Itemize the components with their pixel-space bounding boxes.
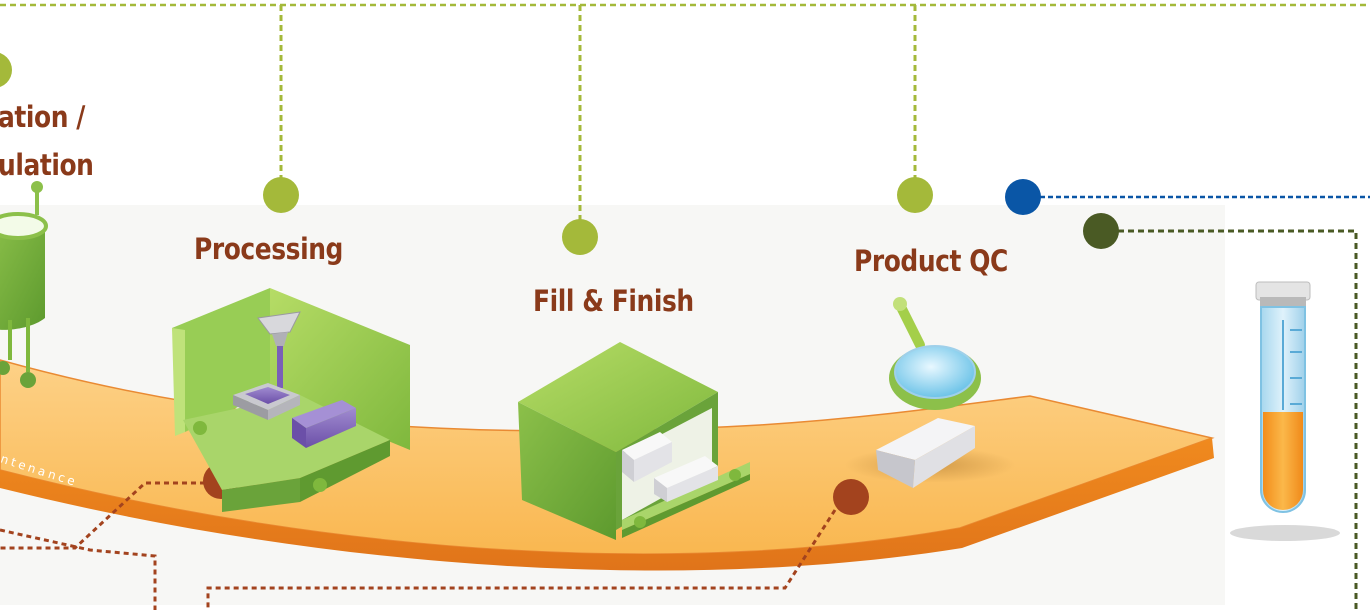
processing-node-dot	[263, 177, 299, 213]
processing-rust-connector-b	[0, 528, 157, 610]
product-qc-node-dot	[897, 177, 933, 213]
fill-finish-node-dot	[562, 219, 598, 255]
formulation-vessel-icon	[0, 181, 48, 388]
processing-label: Processing	[194, 232, 343, 266]
processing-machine-icon	[172, 288, 410, 512]
test-tube-icon	[1230, 281, 1340, 541]
processing-rust-connector-a	[0, 481, 205, 550]
product-qc-label: Product QC	[854, 244, 1008, 278]
formulation-label-line2: ulation	[0, 148, 94, 182]
formulation-node-dot	[0, 53, 12, 87]
product-qc-magnifier-icon	[845, 297, 1015, 488]
product-qc-rust-dot	[833, 479, 869, 515]
fill-finish-label: Fill & Finish	[533, 284, 694, 318]
conveyor-belt-edge	[0, 438, 1214, 571]
dark-green-connector-line	[1118, 229, 1358, 610]
product-qc-rust-connector	[206, 509, 837, 610]
formulation-label-line1: ation /	[0, 100, 85, 134]
dark-green-node-dot	[1083, 213, 1119, 249]
fill-finish-machine-icon	[518, 342, 750, 540]
blue-node-dot	[1005, 179, 1041, 215]
